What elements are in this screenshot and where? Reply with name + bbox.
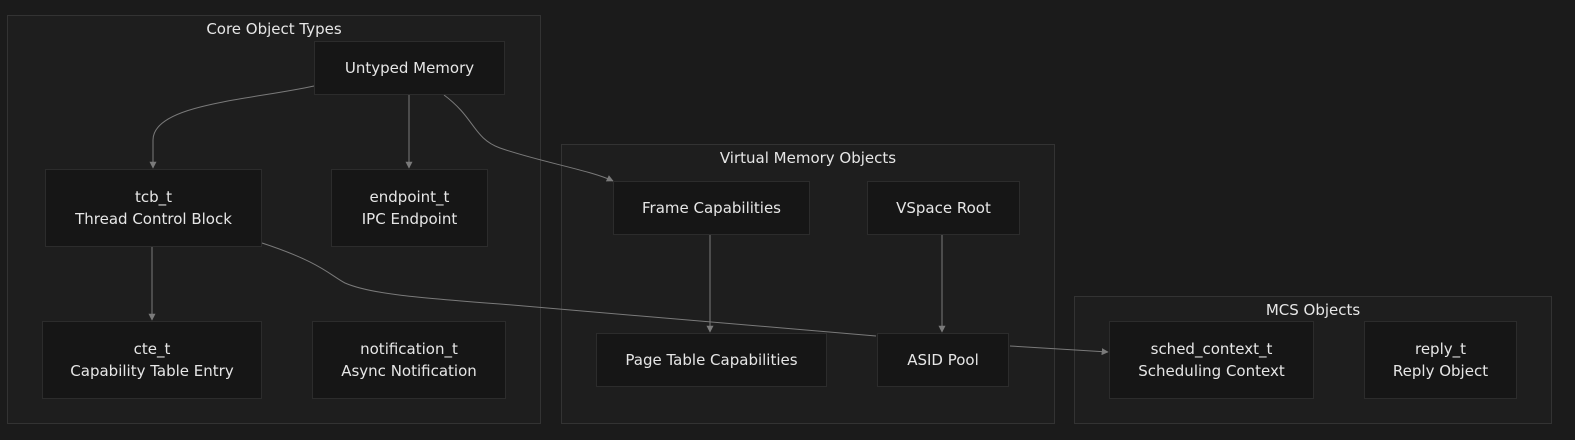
node-label: Untyped Memory — [344, 59, 475, 77]
node-sublabel: Capability Table Entry — [70, 362, 234, 380]
node-vspace-root[interactable]: VSpace Root — [867, 181, 1020, 235]
node-endpoint[interactable]: endpoint_t IPC Endpoint — [331, 169, 488, 247]
node-sublabel: IPC Endpoint — [361, 210, 458, 228]
node-tcb[interactable]: tcb_t Thread Control Block — [45, 169, 262, 247]
node-sched-context[interactable]: sched_context_t Scheduling Context — [1109, 321, 1314, 399]
node-label: endpoint_t — [369, 188, 450, 206]
node-label: cte_t — [133, 340, 171, 358]
cluster-title: MCS Objects — [1265, 301, 1361, 319]
node-sublabel: Thread Control Block — [75, 210, 232, 228]
node-reply[interactable]: reply_t Reply Object — [1364, 321, 1517, 399]
node-label: Frame Capabilities — [642, 199, 781, 217]
node-sublabel: Scheduling Context — [1138, 362, 1285, 380]
node-untyped-memory[interactable]: Untyped Memory — [314, 41, 505, 95]
node-label: VSpace Root — [896, 199, 991, 217]
cluster-title: Core Object Types — [206, 20, 342, 38]
cluster-title: Virtual Memory Objects — [719, 149, 897, 167]
node-label: notification_t — [360, 340, 458, 358]
node-label: sched_context_t — [1150, 340, 1273, 358]
node-label: tcb_t — [134, 188, 173, 206]
node-label: reply_t — [1414, 340, 1466, 358]
node-asid-pool[interactable]: ASID Pool — [877, 333, 1009, 387]
node-notification[interactable]: notification_t Async Notification — [312, 321, 506, 399]
node-label: ASID Pool — [907, 351, 979, 369]
node-page-table-capabilities[interactable]: Page Table Capabilities — [596, 333, 827, 387]
node-frame-capabilities[interactable]: Frame Capabilities — [613, 181, 810, 235]
node-cte[interactable]: cte_t Capability Table Entry — [42, 321, 262, 399]
node-label: Page Table Capabilities — [625, 351, 798, 369]
node-sublabel: Reply Object — [1392, 362, 1489, 380]
node-sublabel: Async Notification — [341, 362, 477, 380]
